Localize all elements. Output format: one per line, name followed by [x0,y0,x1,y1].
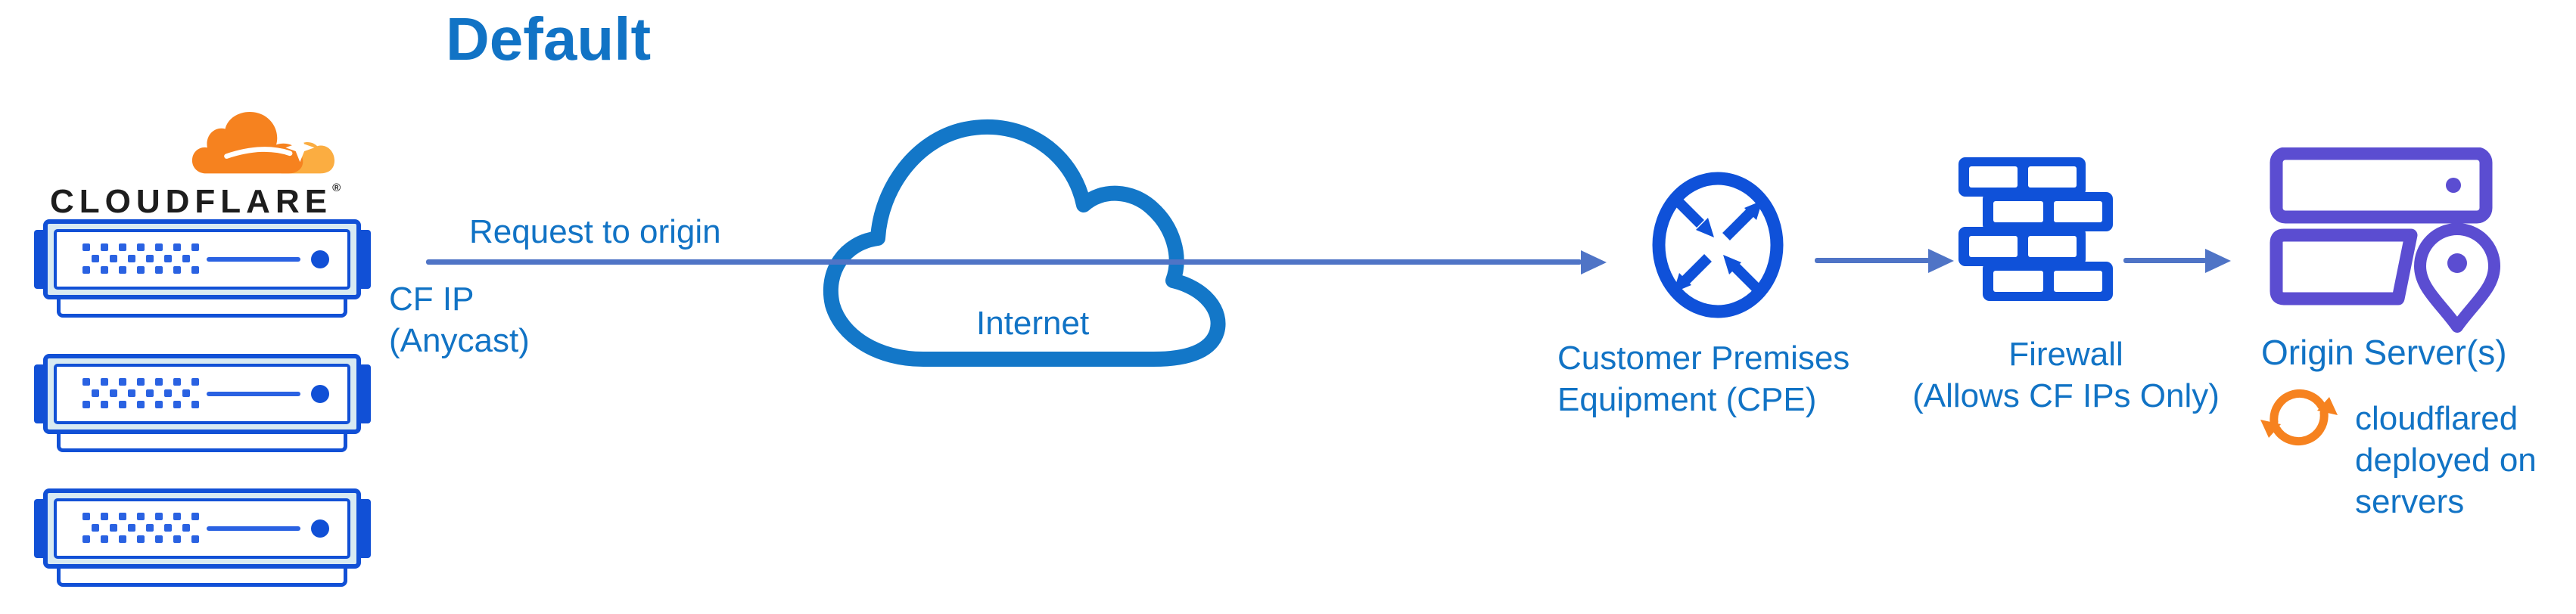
firewall-label-line2: (Allows CF IPs Only) [1912,377,2220,414]
rack-power-dot [311,250,329,268]
rack-vent-dots-icon [82,243,199,274]
registered-mark: ® [332,181,341,194]
cpe-label-line1: Customer Premises [1557,340,1850,377]
firewall-to-origin-arrow-line [2123,258,2207,263]
firewall-icon [1958,157,2113,301]
origin-rack-2 [2270,228,2418,305]
cloudflare-logo-cloud-icon [191,111,334,174]
rack-front-line [207,257,300,262]
request-to-origin-label: Request to origin [469,213,721,250]
firewall-label-line1: Firewall [2008,336,2123,373]
internet-label: Internet [976,305,1090,342]
rack-front-line [207,392,300,396]
rack-panel [54,364,350,424]
cpe-router-icon [1652,172,1784,318]
cloudflared-note-line2: deployed on [2355,442,2537,479]
cloudflare-server-rack-icon [34,219,371,319]
cpe-to-firewall-arrow-line [1815,258,1930,263]
origin-servers-label: Origin Server(s) [2261,333,2507,372]
origin-rack-1 [2270,147,2493,224]
cf-ip-anycast-label: CF IP (Anycast) [389,278,530,361]
request-arrow-head [1581,250,1607,274]
firewall-to-origin-arrow-head [2205,249,2231,273]
internet-cloud-icon [823,119,1226,367]
cf-ip-line2: (Anycast) [389,322,530,359]
cloudflare-wordmark: CLOUDFLARE® [50,181,341,221]
cloudflared-note-line1: cloudflared [2355,400,2518,437]
rack-panel [54,498,350,559]
rack-power-dot [311,385,329,403]
cloudflared-note-line3: servers [2355,483,2465,520]
rack-front-line [207,526,300,531]
sync-icon [2260,389,2338,446]
rack-base [57,299,347,318]
origin-servers-icon [2270,147,2500,333]
cloudflare-wordmark-text: CLOUDFLARE [50,183,333,220]
cloudflare-server-rack-icon [34,488,371,588]
cpe-label-line2: Equipment (CPE) [1557,381,1817,418]
rack-vent-dots-icon [82,513,199,543]
cpe-label: Customer Premises Equipment (CPE) [1557,337,1850,420]
cloudflare-server-rack-icon [34,354,371,454]
rack-vent-dots-icon [82,378,199,408]
cf-ip-line1: CF IP [389,281,474,318]
rack-power-dot [311,519,329,538]
rack-panel [54,229,350,290]
cpe-to-firewall-arrow-head [1928,249,1954,273]
rack-base [57,569,347,587]
firewall-label: Firewall (Allows CF IPs Only) [1907,333,2225,417]
rack-base [57,434,347,452]
diagram-title: Default [446,5,652,73]
request-arrow-line [426,259,1582,265]
cloudflared-note: cloudflared deployed on servers [2355,398,2537,523]
location-pin-icon [2414,223,2500,333]
